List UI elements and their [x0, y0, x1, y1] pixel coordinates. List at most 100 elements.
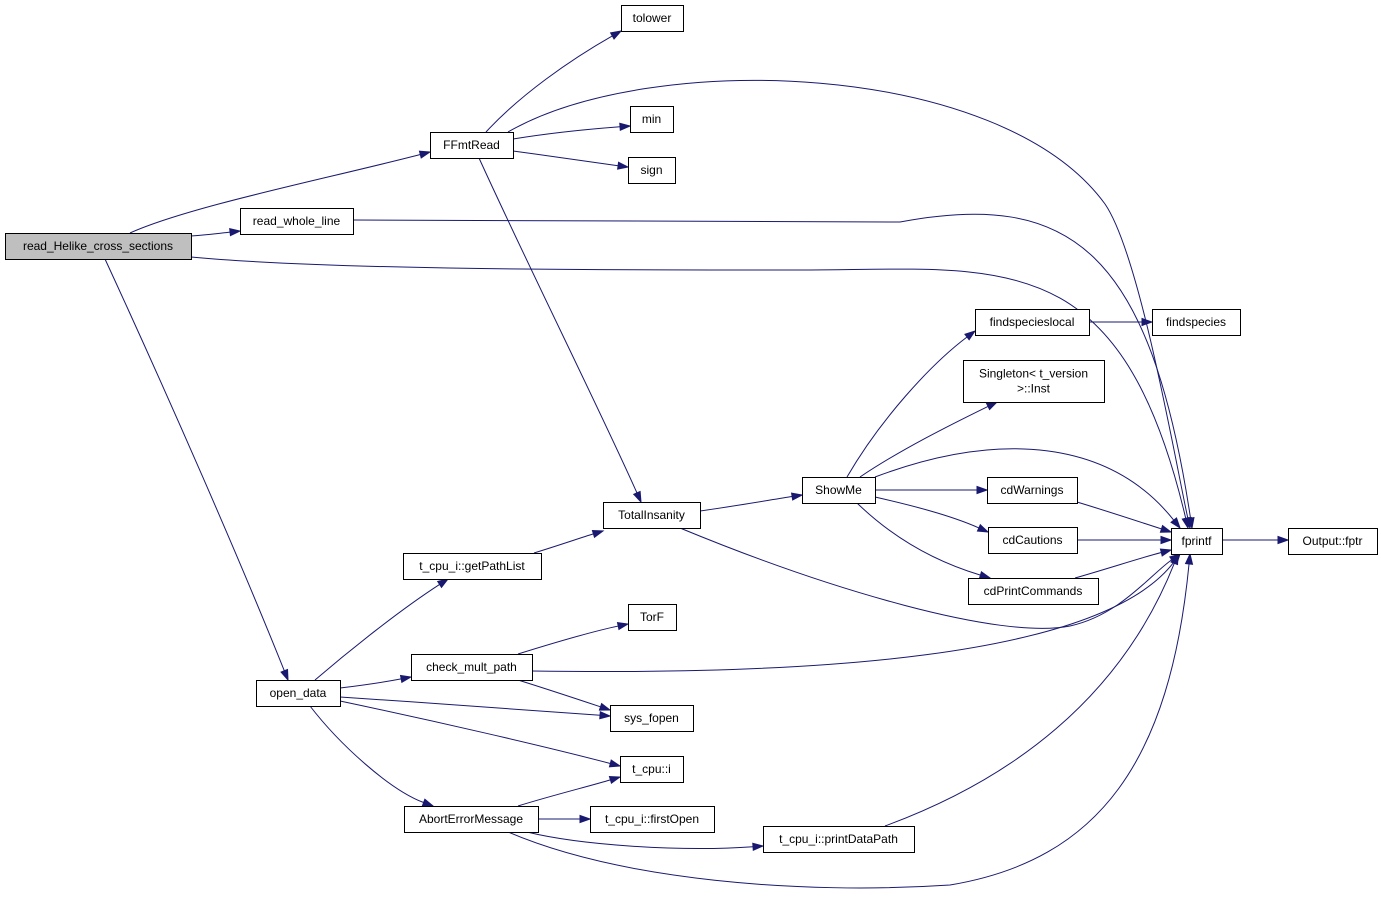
node-findspecieslocal[interactable]: findspecieslocal	[975, 309, 1090, 336]
edge-arrowhead	[978, 570, 992, 580]
edge-line	[507, 563, 1190, 889]
node-min[interactable]: min	[630, 106, 674, 133]
edge-arrowhead	[976, 523, 990, 533]
node-getpathlist[interactable]: t_cpu_i::getPathList	[403, 553, 542, 580]
node-aborterror[interactable]: AbortErrorMessage	[404, 806, 539, 833]
edge-aborterror-to-tcpu_i	[517, 775, 622, 807]
node-fprintf[interactable]: fprintf	[1171, 528, 1223, 555]
node-label: FFmtRead	[443, 138, 500, 152]
node-read-helike[interactable]: read_Helike_cross_sections	[5, 233, 192, 260]
edge-showme-to-singleton	[859, 401, 999, 478]
node-ffmtread[interactable]: FFmtRead	[430, 132, 514, 159]
edge-showme-to-cdprintcommands	[856, 502, 992, 580]
edge-cdcautions-to-fprintf	[1077, 535, 1173, 545]
node-box[interactable]	[988, 527, 1078, 554]
node-box[interactable]	[763, 826, 915, 853]
edge-aborterror-to-firstopen	[537, 814, 592, 824]
edge-line	[478, 157, 638, 494]
node-cdwarnings[interactable]: cdWarnings	[987, 477, 1078, 504]
edge-arrowhead	[616, 622, 630, 631]
node-box[interactable]	[1171, 528, 1223, 555]
node-box[interactable]	[5, 233, 192, 260]
node-box[interactable]	[987, 477, 1078, 504]
node-box[interactable]	[411, 654, 533, 681]
edge-arrowhead	[609, 30, 623, 40]
node-tcpu-i[interactable]: t_cpu::i	[620, 756, 684, 783]
node-output-fptr[interactable]: Output::fptr	[1288, 528, 1378, 555]
node-printdatapath[interactable]: t_cpu_i::printDataPath	[763, 826, 915, 853]
edge-open_data-to-getpathlist	[314, 578, 450, 681]
node-check-mult-path[interactable]: check_mult_path	[411, 654, 533, 681]
node-cdprintcommands[interactable]: cdPrintCommands	[968, 578, 1099, 605]
node-sign[interactable]: sign	[628, 157, 676, 184]
edge-arrowhead	[1159, 524, 1173, 533]
node-box[interactable]	[610, 705, 694, 732]
node-singleton[interactable]: Singleton< t_version>::Inst	[963, 360, 1105, 403]
edge-read_helike-to-open_data	[104, 258, 289, 682]
node-findspecies[interactable]: findspecies	[1152, 309, 1241, 336]
node-box[interactable]	[628, 157, 676, 184]
edge-line	[517, 679, 601, 708]
node-open-data[interactable]: open_data	[256, 680, 341, 707]
node-read-whole-line[interactable]: read_whole_line	[240, 208, 354, 235]
node-box[interactable]	[403, 553, 542, 580]
node-box[interactable]	[621, 5, 684, 32]
node-torf[interactable]: TorF	[628, 604, 677, 631]
edge-arrowhead	[1141, 317, 1154, 327]
edge-arrowhead	[418, 150, 432, 159]
edge-arrowhead	[1170, 552, 1179, 566]
edge-line	[1074, 552, 1162, 579]
node-cdcautions[interactable]: cdCautions	[988, 527, 1078, 554]
edge-arrowhead	[964, 330, 977, 341]
node-sys-fopen[interactable]: sys_fopen	[610, 705, 694, 732]
edge-arrowhead	[229, 227, 242, 237]
edge-arrowhead	[985, 401, 999, 411]
edge-line	[526, 831, 754, 849]
edge-totalinsanity-to-fprintf	[679, 527, 1182, 629]
edge-showme-to-cdwarnings	[875, 485, 989, 495]
node-box[interactable]	[404, 806, 539, 833]
node-box[interactable]	[430, 132, 514, 159]
node-label: read_Helike_cross_sections	[23, 239, 173, 253]
node-box[interactable]	[256, 680, 341, 707]
node-box[interactable]	[590, 806, 715, 833]
edge-arrowhead	[436, 578, 450, 589]
node-box[interactable]	[1152, 309, 1241, 336]
edge-arrowhead	[399, 674, 413, 684]
edge-line	[856, 502, 981, 576]
node-firstopen[interactable]: t_cpu_i::firstOpen	[590, 806, 715, 833]
edge-arrowhead	[976, 485, 989, 495]
edge-line	[485, 35, 613, 133]
edge-line	[533, 533, 594, 554]
edge-open_data-to-aborterror	[309, 705, 435, 807]
node-box[interactable]	[963, 360, 1105, 403]
edge-arrowhead	[619, 122, 632, 131]
node-box[interactable]	[628, 604, 677, 631]
node-box[interactable]	[975, 309, 1090, 336]
node-box[interactable]	[1288, 528, 1378, 555]
edge-line	[339, 678, 402, 689]
node-totalinsanity[interactable]: TotalInsanity	[603, 502, 701, 529]
node-label: t_cpu::i	[632, 762, 671, 776]
edge-fprintf-to-output_fptr	[1222, 535, 1290, 545]
edge-line	[512, 150, 619, 167]
node-box[interactable]	[968, 578, 1099, 605]
node-box[interactable]	[240, 208, 354, 235]
node-label: t_cpu_i::printDataPath	[779, 832, 898, 846]
node-label: cdPrintCommands	[984, 584, 1083, 598]
edge-read_whole_line-to-fprintf	[352, 213, 1195, 530]
edge-printdatapath-to-fprintf	[884, 552, 1179, 827]
edge-ffmtread-to-sign	[512, 150, 630, 170]
edge-line	[512, 126, 621, 140]
edge-ffmtread-to-totalinsanity	[478, 157, 642, 504]
node-tolower[interactable]: tolower	[621, 5, 684, 32]
edge-ffmtread-to-fprintf	[507, 79, 1192, 530]
edge-open_data-to-tcpu_i	[339, 700, 622, 768]
node-box[interactable]	[630, 106, 674, 133]
edge-line	[339, 700, 611, 764]
edge-arrowhead	[599, 711, 612, 720]
node-box[interactable]	[802, 477, 876, 504]
node-box[interactable]	[603, 502, 701, 529]
node-showme[interactable]: ShowMe	[802, 477, 876, 504]
node-box[interactable]	[620, 756, 684, 783]
